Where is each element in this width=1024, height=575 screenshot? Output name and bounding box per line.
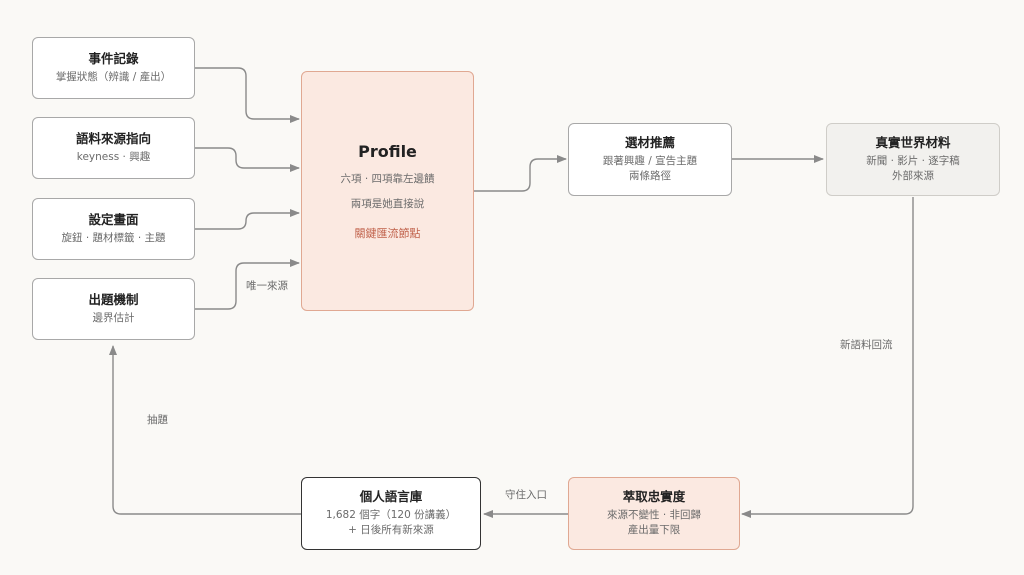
edge-corpus-pointer-to-profile [195, 147, 300, 172]
node-fidelity-extract: 萃取忠實度 來源不變性 · 非回歸 產出量下限 [568, 477, 740, 550]
node-subtitle: 掌握狀態（辨識 / 產出） [55, 71, 172, 83]
edge-settings-to-profile [195, 209, 300, 230]
node-subtitle: 旋鈕 · 題材標籤 · 主題 [61, 232, 166, 244]
edge-label-draw-question: 抽題 [147, 414, 168, 426]
node-event-log: 事件記錄 掌握狀態（辨識 / 產出） [32, 37, 195, 99]
node-title: 語料來源指向 [75, 131, 151, 146]
edge-label-new-corpus-flow: 新語料回流 [840, 339, 893, 351]
edge-profile-to-recommend [474, 155, 567, 192]
node-profile: Profile 六項 · 四項靠左邊饋 兩項是她直接說 關鍵匯流節點 [301, 71, 474, 311]
node-real-world-material: 真實世界材料 新聞 · 影片 · 逐字稿 外部來源 [826, 123, 1000, 196]
edge-label-only-source: 唯一來源 [246, 280, 288, 292]
node-line-1: 1,682 個字（120 份講義） [325, 509, 457, 521]
node-line-1: 六項 · 四項靠左邊饋 [340, 172, 435, 185]
node-title: 萃取忠實度 [622, 489, 686, 504]
node-title: 個人語言庫 [359, 489, 423, 504]
node-subtitle: keyness · 興趣 [76, 151, 151, 163]
node-key-label: 關鍵匯流節點 [354, 226, 421, 240]
node-line-2: 產出量下限 [627, 524, 681, 536]
node-line-2: 兩條路徑 [629, 170, 671, 182]
node-line-1: 新聞 · 影片 · 逐字稿 [866, 155, 960, 167]
edge-corpus-to-question [109, 345, 301, 515]
node-corpus-pointer: 語料來源指向 keyness · 興趣 [32, 117, 195, 179]
node-line-1: 來源不變性 · 非回歸 [606, 509, 701, 521]
node-title: 設定畫面 [88, 212, 139, 227]
node-line-1: 跟著興趣 / 宣告主題 [602, 155, 698, 167]
node-title: 真實世界材料 [875, 135, 951, 150]
edge-event-log-to-profile [195, 67, 300, 123]
node-line-2: + 日後所有新來源 [348, 524, 434, 536]
node-personal-corpus: 個人語言庫 1,682 個字（120 份講義） + 日後所有新來源 [301, 477, 481, 550]
node-title: Profile [358, 141, 417, 161]
edge-realworld-to-fidelity [741, 197, 914, 518]
node-title: 出題機制 [88, 292, 139, 307]
node-line-2: 兩項是她直接說 [350, 197, 425, 210]
edge-label-guard-entry: 守住入口 [505, 489, 547, 501]
node-subtitle: 邊界估計 [92, 312, 135, 324]
node-question-mechanism: 出題機制 邊界估計 [32, 278, 195, 340]
node-line-2: 外部來源 [892, 170, 934, 182]
node-title: 事件記錄 [88, 51, 139, 66]
node-settings-page: 設定畫面 旋鈕 · 題材標籤 · 主題 [32, 198, 195, 260]
node-title: 選材推薦 [624, 135, 675, 150]
node-material-recommend: 選材推薦 跟著興趣 / 宣告主題 兩條路徑 [568, 123, 732, 196]
edge-question-to-profile [195, 259, 300, 310]
